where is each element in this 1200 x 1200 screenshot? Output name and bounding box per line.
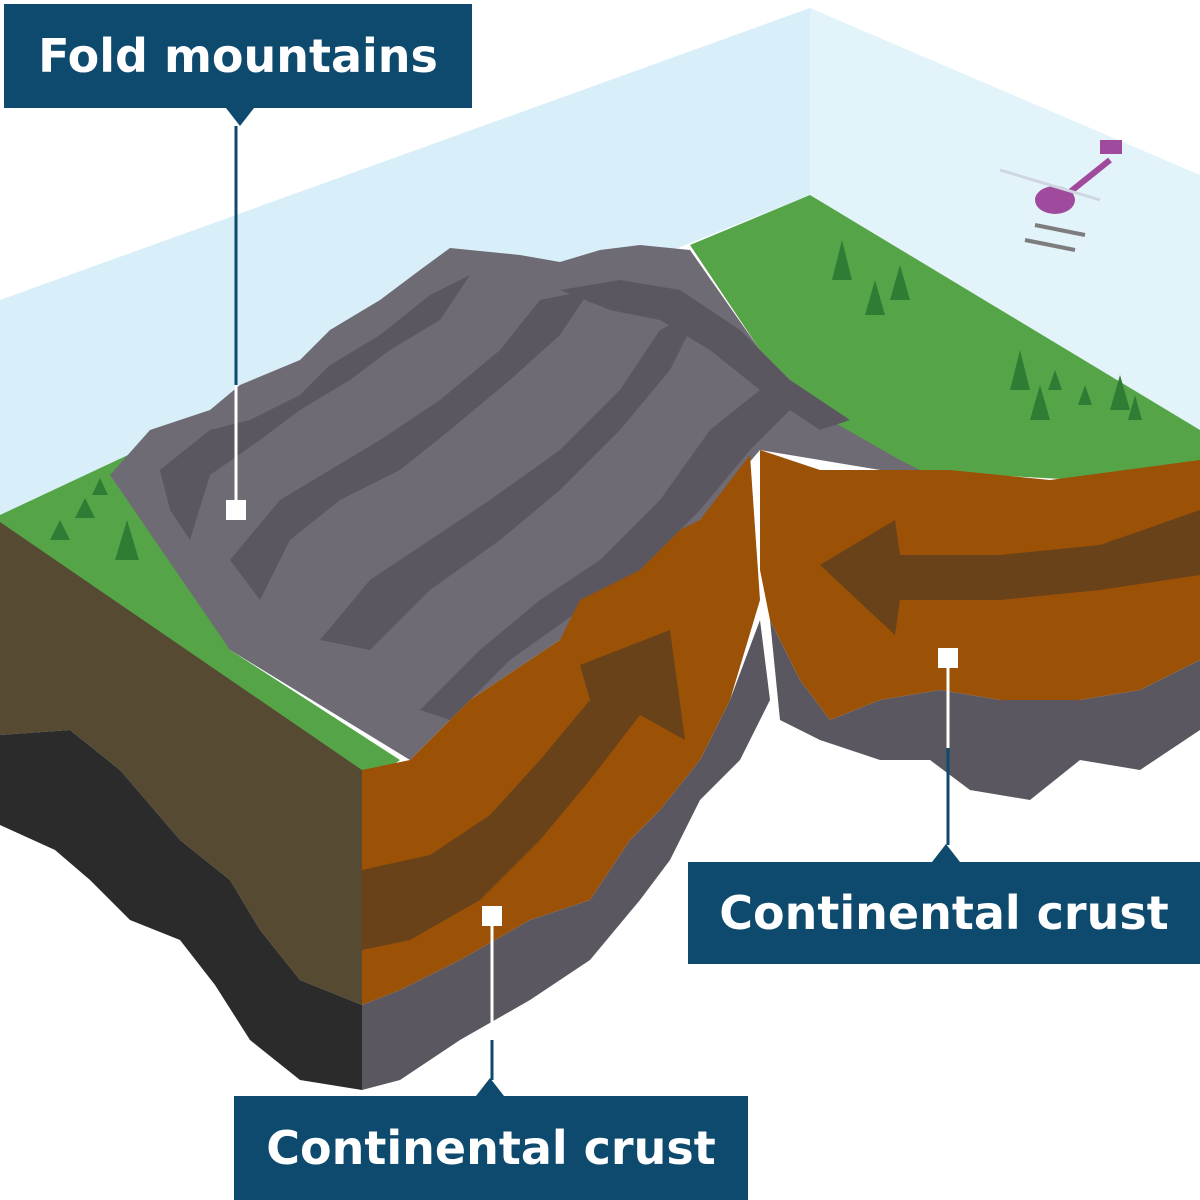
tree-icon xyxy=(50,478,139,560)
label-pointer xyxy=(932,844,960,862)
grass-right xyxy=(690,195,1200,480)
leader-continental-crust-left xyxy=(482,906,502,1080)
crust-underside-left xyxy=(362,620,770,1090)
label-fold-mountains-text: Fold mountains xyxy=(38,29,438,83)
leader-continental-crust-right xyxy=(938,648,958,845)
label-pointer xyxy=(476,1078,504,1096)
helicopter-icon xyxy=(999,140,1122,252)
label-continental-crust-right-text: Continental crust xyxy=(719,886,1169,940)
label-pointer xyxy=(226,108,254,126)
sky-right-panel xyxy=(810,8,1200,430)
grass-left xyxy=(0,440,400,790)
crust-underside-right xyxy=(770,620,1200,800)
label-fold-mountains: Fold mountains xyxy=(4,4,472,126)
crust-motion-arrow-left xyxy=(362,630,685,950)
label-continental-crust-right: Continental crust xyxy=(688,844,1200,964)
label-continental-crust-left: Continental crust xyxy=(234,1078,748,1200)
fold-ridges xyxy=(160,275,850,720)
bedrock-layer xyxy=(0,730,362,1090)
leader-fold-mountains xyxy=(226,126,246,520)
sky-back-panel xyxy=(0,8,810,520)
label-continental-crust-left-text: Continental crust xyxy=(266,1121,716,1175)
tree-icon xyxy=(832,240,1142,420)
crust-motion-arrow-right xyxy=(820,510,1200,635)
soil-block xyxy=(0,522,362,1005)
